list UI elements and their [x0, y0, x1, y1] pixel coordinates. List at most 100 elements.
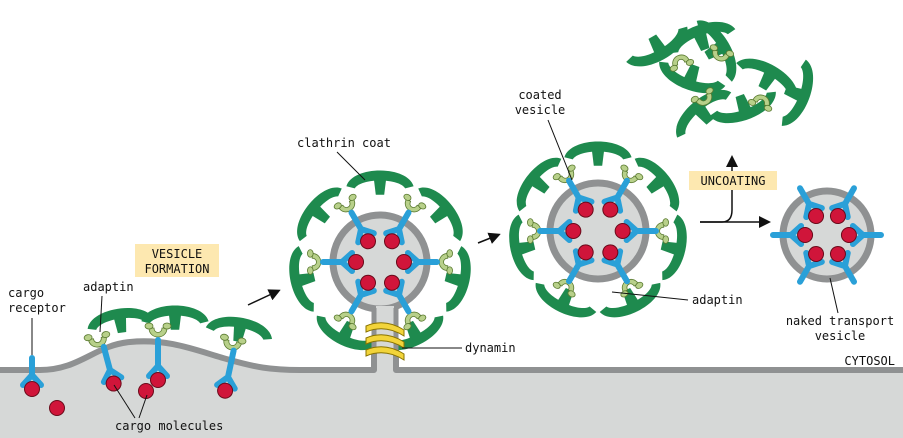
- cargo-receptor: [214, 347, 238, 399]
- clathrin-triskelion: [87, 308, 155, 334]
- uncoating-label: UNCOATING: [700, 174, 765, 188]
- coated-vesicle-label-1: coated: [518, 88, 561, 102]
- cargo-molecule: [577, 244, 594, 261]
- naked-vesicle-label-1: naked transport: [786, 314, 894, 328]
- arrow-icon: [477, 232, 501, 244]
- cargo-molecule: [360, 274, 377, 291]
- clathrin-coat-label: clathrin coat: [297, 136, 391, 150]
- cargo-receptor-label-2: receptor: [8, 301, 66, 315]
- adaptin: [307, 249, 322, 275]
- cargo-molecule: [217, 382, 234, 399]
- adaptin: [333, 193, 357, 213]
- coated-vesicle-label-2: vesicle: [515, 103, 566, 117]
- cargo-molecule: [565, 223, 582, 239]
- cargo-receptor: [395, 250, 440, 274]
- cargo-molecule: [383, 274, 400, 291]
- adaptin: [83, 331, 111, 348]
- clathrin-triskelion: [659, 61, 726, 94]
- adaptin: [527, 218, 542, 244]
- cargo-molecule: [602, 244, 619, 261]
- adaptin: [438, 249, 453, 275]
- vesicle-formation-box: [135, 244, 219, 277]
- adaptin: [552, 164, 576, 183]
- cargo-receptor: [320, 250, 365, 274]
- clathrin-triskelion: [517, 157, 562, 212]
- adaptin: [669, 54, 695, 72]
- coated-vesicle: [509, 141, 687, 318]
- cargo-molecule: [808, 245, 825, 262]
- dynamin: [365, 346, 405, 361]
- vesicle-formation-label-2: FORMATION: [144, 262, 209, 276]
- dynamin-label: dynamin: [465, 341, 516, 355]
- cargo-molecule: [614, 223, 631, 239]
- extracellular-space: [0, 341, 903, 438]
- cargo-molecule: [138, 383, 154, 399]
- cargo-receptor: [537, 219, 582, 243]
- cargo-molecules-label: cargo molecules: [115, 419, 223, 433]
- cargo-receptor: [348, 274, 377, 315]
- cargo-molecule: [829, 245, 846, 262]
- cargo-receptor: [383, 209, 412, 250]
- clathrin-triskelion: [660, 214, 687, 281]
- cargo-receptor: [601, 177, 630, 218]
- cargo-receptor: [348, 209, 377, 250]
- cargo-receptor: [797, 245, 825, 285]
- adaptin: [654, 218, 669, 244]
- clathrin-triskelion: [418, 187, 463, 242]
- clathrin-triskelion: [205, 316, 272, 343]
- adaptin: [690, 87, 714, 106]
- cargo-molecule: [150, 372, 166, 388]
- cargo-receptor: [566, 244, 595, 285]
- budding-vesicle: [289, 170, 471, 351]
- clathrin-triskelion: [141, 305, 209, 330]
- cargo-receptor: [566, 177, 595, 218]
- cytosol-label: CYTOSOL: [844, 354, 895, 368]
- cargo-molecule: [383, 233, 400, 250]
- cargo-molecule: [602, 201, 619, 218]
- clathrin-triskelion: [564, 141, 632, 166]
- coated-vesicle-leader: [547, 119, 573, 181]
- naked-vesicle: [770, 185, 884, 285]
- clathrin-coat-leader: [336, 151, 366, 181]
- clathrin-triskelion: [781, 59, 814, 126]
- cargo-receptor-label-1: cargo: [8, 286, 44, 300]
- cargo-receptor: [100, 343, 125, 392]
- adaptin: [552, 279, 576, 298]
- clathrin-triskelion: [669, 21, 736, 54]
- adaptin: [403, 193, 427, 213]
- cargo-receptor: [601, 244, 630, 285]
- adaptin: [747, 94, 773, 112]
- clathrin-triskelion: [709, 91, 776, 124]
- cargo-receptor: [770, 223, 814, 247]
- cargo-molecule: [808, 208, 825, 225]
- cargo-receptor: [146, 337, 170, 388]
- cargo-molecule: [24, 381, 40, 397]
- clathrin-triskelion: [346, 170, 414, 195]
- cargo-molecule: [577, 201, 594, 218]
- cargo-molecule: [395, 254, 412, 270]
- uncoating-box: [689, 171, 777, 190]
- adaptin-right-leader: [611, 291, 689, 301]
- clathrin-triskelion: [289, 246, 316, 312]
- adaptin-left-label: adaptin: [83, 280, 134, 294]
- adaptin: [709, 44, 735, 62]
- vesicle-formation-label-1: VESICLE: [152, 247, 203, 261]
- adaptin-right-label: adaptin: [692, 293, 743, 307]
- cargo-leader-1: [113, 384, 136, 419]
- clathrin-triskelion: [676, 90, 732, 138]
- cargo-molecule: [49, 400, 65, 416]
- adaptin: [144, 322, 172, 338]
- adaptin-left-leader: [99, 295, 103, 333]
- adaptin: [220, 333, 247, 351]
- clathrin-triskelion: [297, 187, 342, 242]
- naked-vesicle-leader: [829, 277, 839, 314]
- cargo-molecule: [829, 208, 846, 225]
- clathrin-triskelion: [634, 157, 679, 212]
- adaptin: [333, 311, 357, 331]
- cargo-molecule: [360, 233, 377, 250]
- cargo-receptor: [383, 274, 412, 315]
- cargo-molecule: [105, 375, 122, 392]
- cargo-receptor: [829, 185, 857, 225]
